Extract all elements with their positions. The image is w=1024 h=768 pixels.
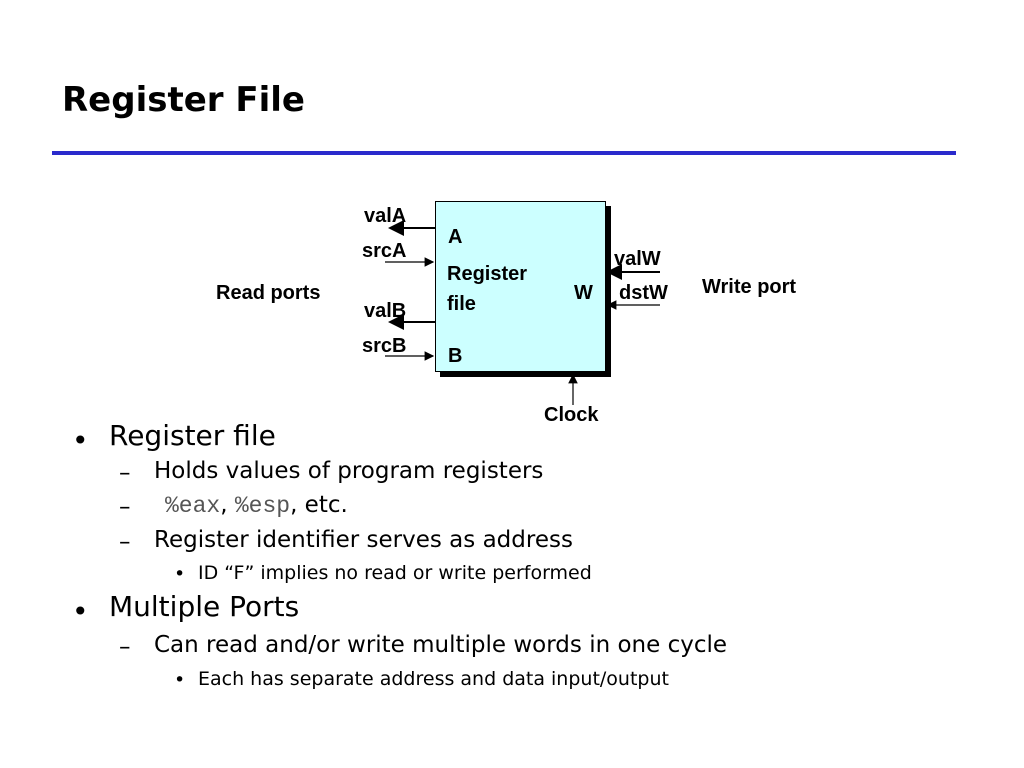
title-underline — [52, 151, 956, 155]
valw-label: valW — [614, 248, 661, 270]
sub-register-examples: %eax, %esp, etc. — [165, 492, 348, 519]
small-bullet-marker: • — [174, 563, 186, 585]
dash-marker: – — [119, 634, 131, 660]
slide-title: Register File — [62, 80, 305, 120]
subsub-separate-address: Each has separate address and data input… — [198, 668, 669, 690]
dash-marker: – — [119, 494, 131, 520]
bullet-marker: • — [72, 595, 89, 628]
subsub-id-f: ID “F” implies no read or write performe… — [198, 562, 592, 584]
sub-holds-values: Holds values of program registers — [154, 458, 544, 484]
separator: , — [220, 492, 235, 518]
code-esp: %esp — [234, 493, 291, 519]
port-w-label: W — [574, 282, 593, 304]
register-label: Register — [447, 263, 528, 285]
etc-text: , etc. — [290, 492, 348, 518]
bullet-marker: • — [72, 424, 89, 457]
clock-label: Clock — [544, 404, 599, 426]
srca-label: srcA — [362, 240, 407, 262]
dash-marker: – — [119, 529, 131, 555]
sub-read-write-multiple: Can read and/or write multiple words in … — [154, 632, 728, 658]
valb-label: valB — [364, 300, 407, 322]
read-ports-label: Read ports — [216, 282, 321, 304]
srcb-label: srcB — [362, 335, 407, 357]
register-file-box — [435, 201, 606, 372]
bullet-multiple-ports: Multiple Ports — [109, 590, 300, 623]
dstw-label: dstW — [619, 282, 668, 304]
port-a-label: A — [448, 226, 463, 248]
port-b-label: B — [448, 345, 463, 367]
write-port-label: Write port — [702, 276, 797, 298]
vala-label: valA — [364, 205, 407, 227]
file-label: file — [447, 293, 476, 315]
code-eax: %eax — [165, 493, 221, 519]
dash-marker: – — [119, 460, 131, 486]
bullet-register-file: Register file — [109, 419, 276, 452]
small-bullet-marker: • — [174, 669, 186, 691]
sub-identifier-address: Register identifier serves as address — [154, 527, 573, 553]
